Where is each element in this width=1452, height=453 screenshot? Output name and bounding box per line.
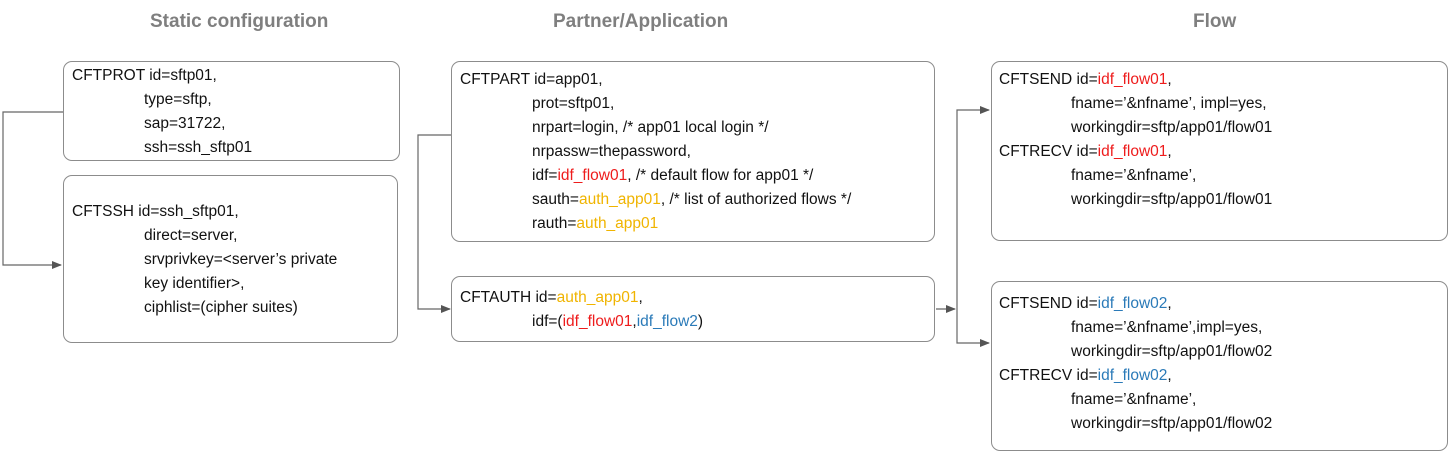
- text: ,: [1167, 71, 1172, 88]
- flow01-ref: idf_flow01: [1097, 71, 1168, 88]
- cftssh-line: direct=server,: [144, 227, 238, 244]
- auth-ref: auth_app01: [576, 215, 659, 232]
- flow01-ref: idf_flow01: [1097, 143, 1168, 160]
- flow02-ref: idf_flow02: [1097, 295, 1168, 312]
- cftpart-code: CFTPART id=app01, prot=sftp01, nrpart=lo…: [460, 68, 851, 236]
- cftauth-box: [451, 276, 935, 342]
- cftprot-box: [63, 61, 400, 161]
- column-title-flow: Flow: [1193, 11, 1237, 32]
- text: idf=: [532, 167, 558, 184]
- text: ,: [1167, 295, 1172, 312]
- arrow-to-flow01: [956, 106, 990, 309]
- text: , /* default flow for app01 */: [627, 167, 814, 184]
- cftssh-line: CFTSSH id=ssh_sftp01,: [72, 203, 239, 220]
- flow02-ref: idf_flow2: [636, 313, 698, 330]
- arrow-to-flow02: [956, 309, 990, 347]
- cftssh-line: ciphlist=(cipher suites): [144, 299, 298, 316]
- cftprot-code: CFTPROT id=sftp01, type=sftp, sap=31722,…: [72, 64, 252, 160]
- cftprot-line: ssh=ssh_sftp01: [144, 139, 253, 156]
- flow01-ref: idf_flow01: [557, 167, 628, 184]
- text: idf=(: [532, 313, 563, 330]
- text: ,: [638, 289, 643, 306]
- cftprot-line: CFTPROT id=sftp01,: [72, 67, 217, 84]
- flow01-line: fname=’&nfname’, impl=yes,: [1071, 95, 1267, 112]
- cftpart-line: CFTPART id=app01,: [460, 71, 603, 88]
- text: , /* list of authorized flows */: [660, 191, 852, 208]
- text: CFTRECV id=: [999, 367, 1098, 384]
- flow02-line: CFTRECV id=idf_flow02,: [999, 364, 1272, 388]
- cftssh-line: key identifier>,: [144, 275, 245, 292]
- text: rauth=: [532, 215, 577, 232]
- cftssh-box: [63, 175, 398, 343]
- flow01-line: workingdir=sftp/app01/flow01: [1071, 119, 1273, 136]
- text: ): [697, 313, 704, 330]
- flow02-code: CFTSEND id=idf_flow02, fname=’&nfname’,i…: [999, 292, 1272, 436]
- flow01-line: workingdir=sftp/app01/flow01: [1071, 191, 1273, 208]
- text: CFTRECV id=: [999, 143, 1098, 160]
- text: ,: [1167, 367, 1172, 384]
- cftauth-line: CFTAUTH id=auth_app01,: [460, 286, 703, 310]
- flow01-box: [991, 61, 1448, 241]
- arrow-part-to-auth: [417, 134, 451, 313]
- cftssh-line: srvprivkey=<server’s private: [144, 251, 338, 268]
- flow02-line: CFTSEND id=idf_flow02,: [999, 292, 1272, 316]
- flow02-box: [991, 281, 1448, 451]
- cftpart-box: [451, 61, 935, 242]
- cftpart-line: idf=idf_flow01, /* default flow for app0…: [460, 164, 851, 188]
- column-title-partner: Partner/Application: [553, 11, 729, 32]
- flow02-line: workingdir=sftp/app01/flow02: [1071, 415, 1273, 432]
- text: CFTSEND id=: [999, 295, 1098, 312]
- cftprot-line: type=sftp,: [144, 91, 212, 108]
- cftpart-line: rauth=auth_app01: [460, 212, 851, 236]
- text: ,: [1167, 143, 1172, 160]
- flow01-line: CFTSEND id=idf_flow01,: [999, 68, 1272, 92]
- auth-ref: auth_app01: [578, 191, 661, 208]
- flow02-line: fname=’&nfname’,: [1071, 391, 1197, 408]
- cftauth-code: CFTAUTH id=auth_app01, idf=(idf_flow01,i…: [460, 286, 703, 334]
- cftpart-line: nrpassw=thepassword,: [532, 143, 691, 160]
- text: CFTAUTH id=: [460, 289, 557, 306]
- text: CFTSEND id=: [999, 71, 1098, 88]
- text: ,: [632, 313, 637, 330]
- flow02-line: workingdir=sftp/app01/flow02: [1071, 343, 1273, 360]
- flow01-code: CFTSEND id=idf_flow01, fname=’&nfname’, …: [999, 68, 1272, 212]
- flow02-line: fname=’&nfname’,impl=yes,: [1071, 319, 1263, 336]
- text: sauth=: [532, 191, 579, 208]
- cftpart-line: prot=sftp01,: [532, 95, 615, 112]
- flow01-line: fname=’&nfname’,: [1071, 167, 1197, 184]
- arrow-prot-to-ssh: [2, 111, 63, 269]
- cftpart-line: sauth=auth_app01, /* list of authorized …: [460, 188, 851, 212]
- cftauth-line: idf=(idf_flow01,idf_flow2): [460, 310, 703, 334]
- flow01-ref: idf_flow01: [562, 313, 633, 330]
- flow02-ref: idf_flow02: [1097, 367, 1168, 384]
- cftssh-code: CFTSSH id=ssh_sftp01, direct=server, srv…: [72, 200, 337, 320]
- cftprot-line: sap=31722,: [144, 115, 226, 132]
- flow01-line: CFTRECV id=idf_flow01,: [999, 140, 1272, 164]
- auth-ref: auth_app01: [556, 289, 639, 306]
- cftpart-line: nrpart=login, /* app01 local login */: [532, 119, 769, 136]
- column-title-static: Static configuration: [150, 11, 329, 32]
